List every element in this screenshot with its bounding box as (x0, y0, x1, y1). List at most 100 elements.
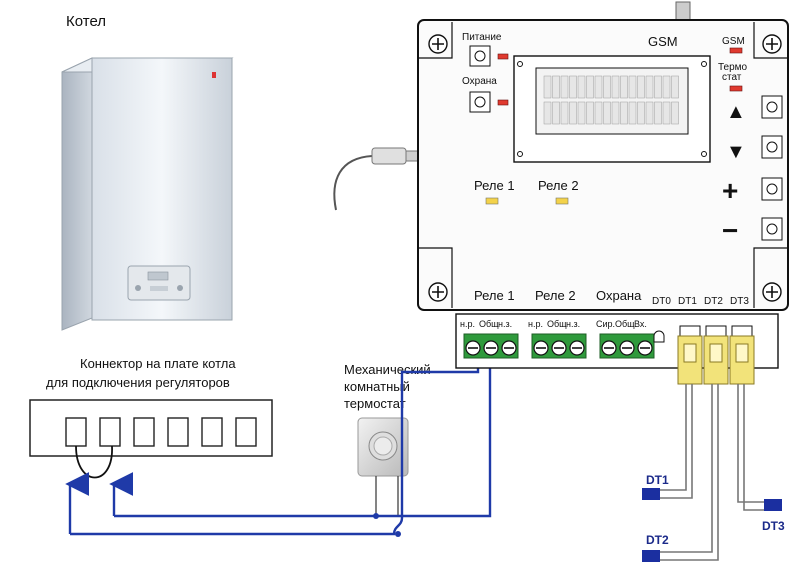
power-plug-tip (405, 150, 419, 162)
lcd-cell (637, 75, 645, 99)
lcd-cell (560, 75, 569, 99)
dt2-wire-b (660, 384, 719, 561)
thermo-led (729, 85, 743, 92)
boiler-label: Котел (66, 13, 106, 30)
dt2-sensor-label: DT2 (646, 533, 669, 547)
thermostat-label-line1: Механический (344, 362, 431, 377)
connector-label-line2: для подключения регуляторов (46, 375, 230, 390)
dt-port-label: DT0 (652, 296, 671, 307)
boiler-knob-left (135, 285, 141, 291)
lcd-cell (594, 101, 603, 125)
nav-up-icon: ▲ (726, 101, 746, 123)
lcd-cell (662, 75, 671, 99)
terminal-label: н.з. (566, 319, 580, 329)
dt-socket (679, 325, 701, 337)
dt0-socket (653, 330, 665, 343)
connector-slot (133, 417, 155, 447)
lcd-cell (645, 101, 654, 125)
dt1-sensor-tip (642, 488, 660, 500)
thermo-label-line2: стат (722, 72, 742, 83)
gsm-title: GSM (648, 34, 678, 49)
boiler: Котел (61, 13, 234, 331)
relay2-label: Реле 2 (538, 178, 579, 193)
lcd-cell (671, 75, 679, 99)
nav-down-button[interactable] (761, 135, 783, 159)
relay1-label: Реле 1 (474, 178, 515, 193)
nav-plus-button[interactable] (761, 177, 783, 201)
boiler-display (147, 271, 169, 281)
lcd-cell (603, 101, 611, 125)
bottom-guard-label: Охрана (596, 288, 642, 303)
thermostat-label-line3: термостат (344, 396, 406, 411)
dt-socket (731, 325, 753, 337)
nav-up-button[interactable] (761, 95, 783, 119)
lcd-screw (517, 151, 523, 157)
dt-plug-window (735, 343, 749, 363)
terminal-label: Общ (615, 319, 635, 329)
power-button[interactable] (469, 45, 491, 67)
power-led (497, 53, 509, 60)
case-corner-lines (418, 22, 788, 308)
lcd-cell (577, 75, 586, 99)
wire-inner (114, 356, 492, 518)
connector-slot (65, 417, 87, 447)
dt-port-label: DT1 (678, 296, 697, 307)
lcd-cell (645, 75, 654, 99)
lcd-cell (628, 75, 637, 99)
lcd-cell (637, 101, 645, 125)
nav-minus-button[interactable] (761, 217, 783, 241)
terminal-label: Сир. (596, 319, 615, 329)
lcd-cell (628, 101, 637, 125)
gsm-unit: GSM Питание Охрана GSM Термо стат ▲ ▼ + … (417, 1, 789, 311)
lcd-cell (594, 75, 603, 99)
lcd-screw (517, 61, 523, 67)
lcd-cell (662, 101, 671, 125)
guard-led (497, 99, 509, 106)
lcd-cell (560, 101, 569, 125)
lcd-grid (543, 75, 679, 125)
lcd-cell (654, 75, 662, 99)
boiler-brand-mark (212, 72, 216, 78)
guard-button-cap (474, 96, 486, 108)
lcd-cell (569, 75, 577, 99)
sensor-plugs (677, 325, 755, 385)
junction-dot-2 (395, 531, 401, 537)
dt3-wire-a (737, 384, 764, 503)
lcd-cell (671, 101, 679, 125)
terminal-label: н.р. (528, 319, 543, 329)
dt-sensors: DT1 DT2 DT3 (642, 325, 785, 562)
lcd-cell (552, 101, 560, 125)
connector: Коннектор на плате котла для подключения… (29, 356, 273, 457)
wire-outer (70, 356, 480, 536)
power-label: Питание (462, 32, 502, 43)
boiler-panel-slot (150, 286, 168, 291)
gsm-led-label: GSM (722, 36, 745, 47)
gsm-led (729, 47, 743, 54)
nav-down-icon: ▼ (726, 141, 746, 163)
lcd-cell (586, 75, 594, 99)
lcd-screw (701, 61, 707, 67)
terminal-blocks (463, 333, 655, 359)
connector-slots (65, 417, 257, 447)
terminal-label: Общ (547, 319, 567, 329)
nav-minus-icon: − (722, 215, 738, 246)
dt-plug-window (683, 343, 697, 363)
power-button-cap (474, 50, 486, 62)
terminal-label: Вх. (634, 319, 647, 329)
terminal-label: н.з. (498, 319, 512, 329)
guard-button[interactable] (469, 91, 491, 113)
lcd-cell (611, 101, 620, 125)
bottom-relay2-label: Реле 2 (535, 288, 576, 303)
connector-jumper (75, 445, 113, 479)
terminal-label: н.р. (460, 319, 475, 329)
connector-slot (201, 417, 223, 447)
power-plug (371, 147, 407, 165)
dt1-wire-a (660, 384, 687, 491)
lcd-cell (603, 75, 611, 99)
lcd-cell (543, 75, 552, 99)
lcd-cell (569, 101, 577, 125)
dt2-sensor-tip (642, 550, 660, 562)
